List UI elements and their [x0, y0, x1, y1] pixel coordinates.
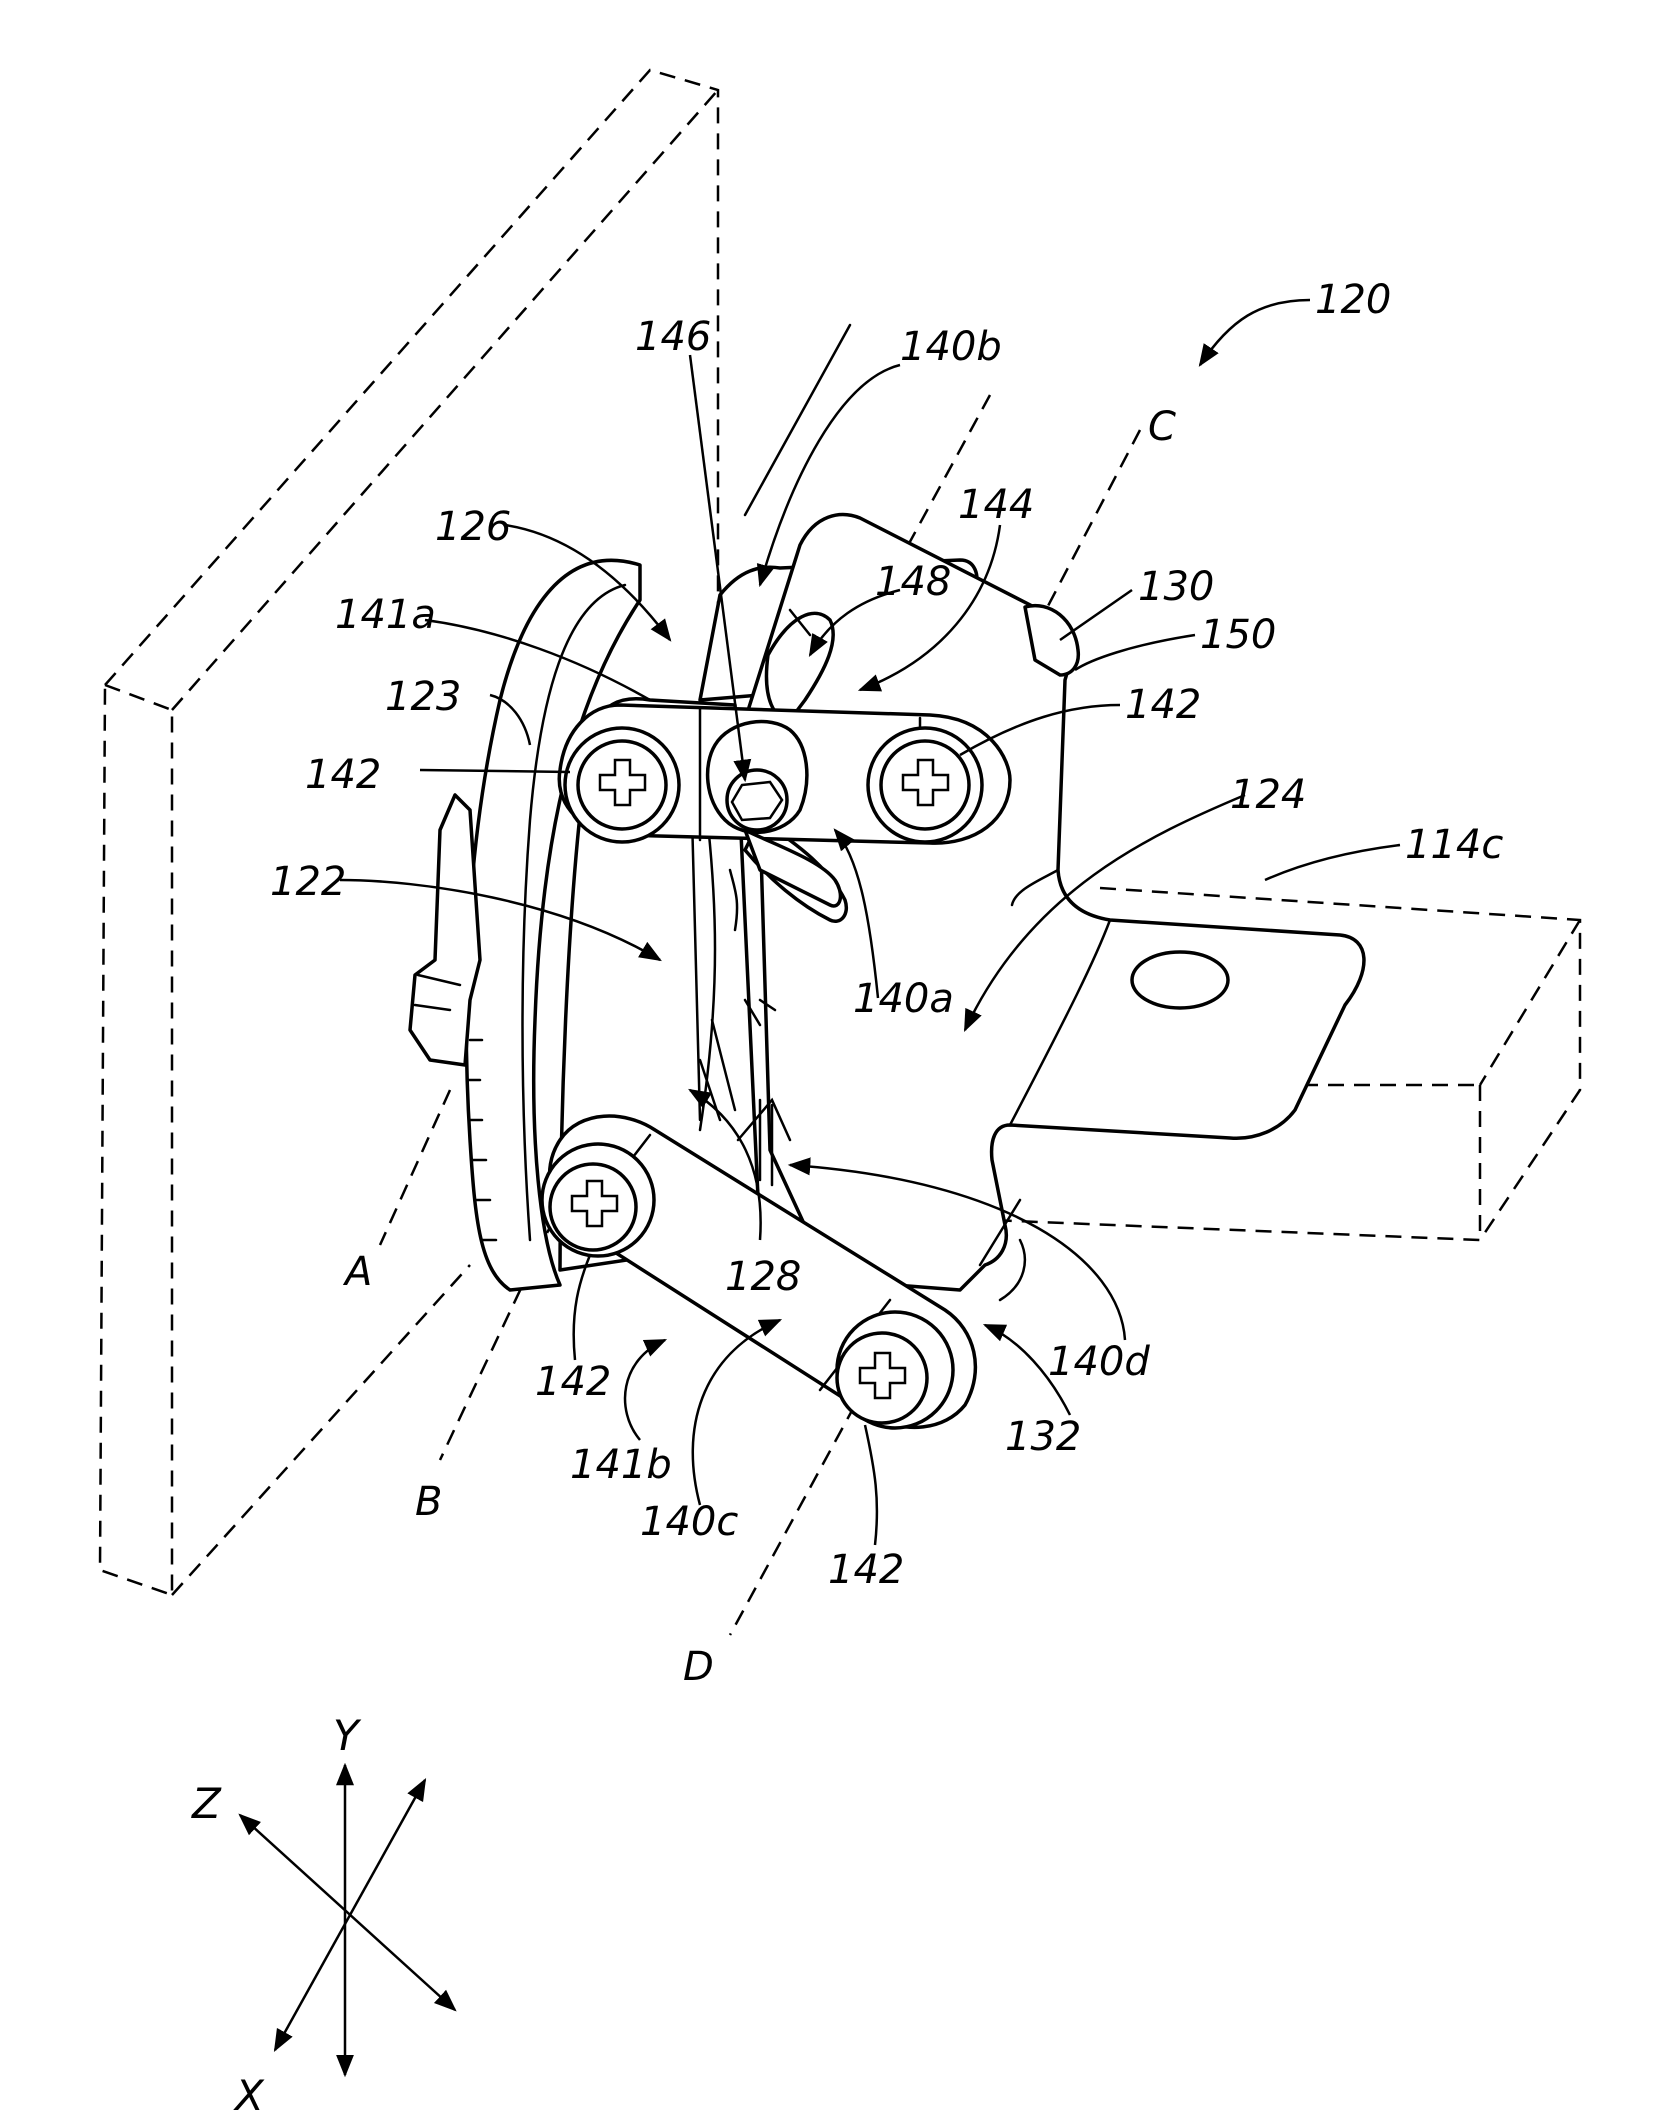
axis-z-label: Z	[191, 1779, 222, 1828]
axis-letter-b: B	[415, 1479, 442, 1525]
label-141b: 141b	[570, 1442, 672, 1488]
screw-142-upper-right	[868, 728, 982, 842]
label-142-b: 142	[1125, 682, 1201, 728]
label-124: 124	[1230, 772, 1306, 818]
label-141a: 141a	[335, 592, 436, 638]
axis-y-label: Y	[333, 1711, 362, 1760]
label-146: 146	[635, 314, 711, 360]
screw-142-lower-right	[837, 1312, 953, 1428]
screw-142-lower-left	[542, 1144, 654, 1256]
label-140c: 140c	[640, 1499, 738, 1545]
coordinate-axes	[240, 1765, 455, 2075]
coordinate-axis-letters: Y Z X	[191, 1711, 362, 2120]
axis-x-label: X	[233, 2071, 265, 2120]
axis-letter-c: C	[1148, 404, 1176, 450]
label-123: 123	[385, 674, 461, 720]
label-142-c: 142	[535, 1359, 611, 1405]
label-150: 150	[1200, 612, 1276, 658]
screw-142-upper-left	[565, 728, 679, 842]
label-114c: 114c	[1405, 822, 1503, 868]
axis-letter-a: A	[342, 1249, 372, 1295]
label-122: 122	[270, 859, 346, 905]
adjustment-knob	[410, 795, 480, 1065]
label-120: 120	[1315, 277, 1391, 323]
label-126: 126	[435, 504, 511, 550]
label-128: 128	[725, 1254, 801, 1300]
label-132: 132	[1005, 1414, 1081, 1460]
label-144: 144	[958, 482, 1034, 528]
label-130: 130	[1138, 564, 1214, 610]
label-142-a: 142	[305, 752, 381, 798]
label-148: 148	[875, 559, 951, 605]
label-140a: 140a	[853, 976, 954, 1022]
label-140d: 140d	[1048, 1339, 1150, 1385]
axis-letter-d: D	[683, 1644, 714, 1690]
label-142-d: 142	[828, 1547, 904, 1593]
label-140b: 140b	[900, 324, 1002, 370]
